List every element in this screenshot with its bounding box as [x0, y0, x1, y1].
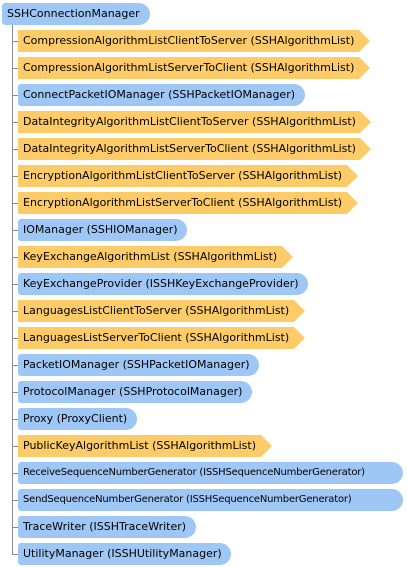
- member-node-send-sequence-number-generator[interactable]: SendSequenceNumberGenerator (ISSHSequenc…: [18, 489, 403, 511]
- member-node-compression-algorithm-list-server-to-client[interactable]: CompressionAlgorithmListServerToClient (…: [18, 57, 370, 79]
- member-node-label: DataIntegrityAlgorithmListClientToServer…: [23, 115, 356, 128]
- root-node-sshconnectionmanager[interactable]: SSHConnectionManager: [2, 3, 150, 25]
- member-node-label: LanguagesListClientToServer (SSHAlgorith…: [23, 304, 290, 317]
- member-node-label: LanguagesListServerToClient (SSHAlgorith…: [23, 331, 290, 344]
- member-node-languages-list-server-to-client[interactable]: LanguagesListServerToClient (SSHAlgorith…: [18, 327, 305, 349]
- member-node-label: ReceiveSequenceNumberGenerator (ISSHSequ…: [23, 467, 365, 478]
- member-node-label: EncryptionAlgorithmListClientToServer (S…: [23, 169, 343, 182]
- member-node-label: KeyExchangeAlgorithmList (SSHAlgorithmLi…: [23, 250, 278, 263]
- member-node-label: KeyExchangeProvider (ISSHKeyExchangeProv…: [23, 277, 299, 290]
- member-node-label: Proxy (ProxyClient): [23, 412, 128, 425]
- member-node-label: TraceWriter (ISSHTraceWriter): [23, 520, 187, 533]
- member-node-utility-manager[interactable]: UtilityManager (ISSHUtilityManager): [18, 543, 231, 565]
- member-node-label: EncryptionAlgorithmListServerToClient (S…: [23, 196, 343, 209]
- member-node-proxy[interactable]: Proxy (ProxyClient): [18, 408, 137, 430]
- member-node-data-integrity-algorithm-list-server-to-client[interactable]: DataIntegrityAlgorithmListServerToClient…: [18, 138, 371, 160]
- member-node-label: DataIntegrityAlgorithmListServerToClient…: [23, 142, 356, 155]
- member-node-encryption-algorithm-list-client-to-server[interactable]: EncryptionAlgorithmListClientToServer (S…: [18, 165, 358, 187]
- member-node-label: IOManager (SSHIOManager): [23, 223, 178, 236]
- member-node-connect-packet-iomanager[interactable]: ConnectPacketIOManager (SSHPacketIOManag…: [18, 84, 305, 106]
- member-node-protocol-manager[interactable]: ProtocolManager (SSHProtocolManager): [18, 381, 252, 403]
- member-node-key-exchange-provider[interactable]: KeyExchangeProvider (ISSHKeyExchangeProv…: [18, 273, 308, 295]
- member-node-public-key-algorithm-list[interactable]: PublicKeyAlgorithmList (SSHAlgorithmList…: [18, 435, 272, 457]
- member-node-label: SendSequenceNumberGenerator (ISSHSequenc…: [23, 494, 352, 505]
- member-node-label: CompressionAlgorithmListClientToServer (…: [23, 34, 355, 47]
- root-node-label: SSHConnectionManager: [7, 7, 140, 20]
- member-node-label: UtilityManager (ISSHUtilityManager): [23, 547, 222, 560]
- member-node-label: ConnectPacketIOManager (SSHPacketIOManag…: [23, 88, 296, 101]
- member-node-encryption-algorithm-list-server-to-client[interactable]: EncryptionAlgorithmListServerToClient (S…: [18, 192, 358, 214]
- member-node-packet-iomanager[interactable]: PacketIOManager (SSHPacketIOManager): [18, 354, 259, 376]
- member-node-compression-algorithm-list-client-to-server[interactable]: CompressionAlgorithmListClientToServer (…: [18, 30, 370, 52]
- member-node-data-integrity-algorithm-list-client-to-server[interactable]: DataIntegrityAlgorithmListClientToServer…: [18, 111, 371, 133]
- member-node-label: PacketIOManager (SSHPacketIOManager): [23, 358, 250, 371]
- member-node-label: PublicKeyAlgorithmList (SSHAlgorithmList…: [23, 439, 257, 452]
- member-node-languages-list-client-to-server[interactable]: LanguagesListClientToServer (SSHAlgorith…: [18, 300, 305, 322]
- member-node-receive-sequence-number-generator[interactable]: ReceiveSequenceNumberGenerator (ISSHSequ…: [18, 462, 403, 484]
- member-node-label: CompressionAlgorithmListServerToClient (…: [23, 61, 355, 74]
- member-node-trace-writer[interactable]: TraceWriter (ISSHTraceWriter): [18, 516, 196, 538]
- member-node-iomanager[interactable]: IOManager (SSHIOManager): [18, 219, 187, 241]
- member-node-key-exchange-algorithm-list[interactable]: KeyExchangeAlgorithmList (SSHAlgorithmLi…: [18, 246, 293, 268]
- member-node-label: ProtocolManager (SSHProtocolManager): [23, 385, 243, 398]
